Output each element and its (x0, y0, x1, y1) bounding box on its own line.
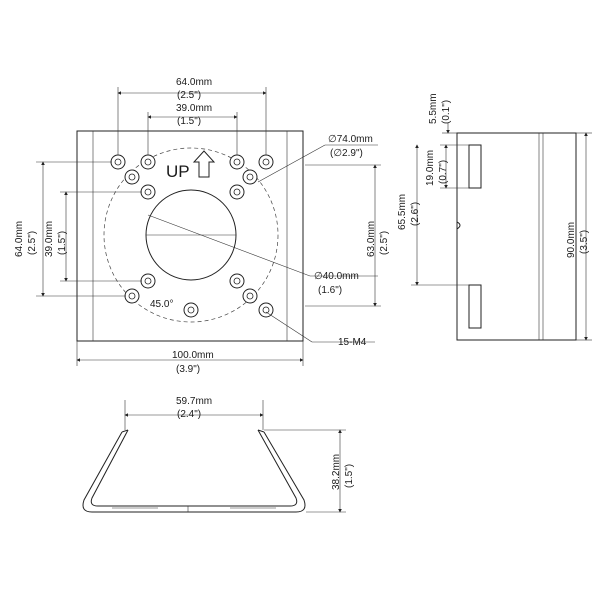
mount-hole (233, 188, 241, 196)
dim-64-top: 64.0mm (176, 77, 212, 88)
mount-hole (114, 158, 122, 166)
dim-38-2: 38.2mm (331, 454, 342, 490)
dim-90: 90.0mm (566, 222, 577, 258)
mount-hole (262, 158, 270, 166)
leader-74 (257, 144, 326, 183)
dim-59-7: 59.7mm (176, 396, 212, 407)
mount-holes (110, 154, 274, 318)
dim-100-bottom-in: (3.9") (176, 364, 200, 375)
mount-hole (246, 173, 254, 181)
mount-hole (233, 158, 241, 166)
dim-63-right: 63.0mm (366, 221, 377, 257)
mount-hole (144, 158, 152, 166)
mount-hole (144, 277, 152, 285)
dim-5-5: 5.5mm (428, 93, 439, 124)
bracket-profile-outer (82, 431, 306, 513)
dim-100-bottom: 100.0mm (172, 350, 214, 361)
bolt-circle-74 (103, 147, 279, 323)
dim-40-dia: ∅40.0mm (314, 271, 359, 282)
dim-19-in: (0.7") (438, 160, 449, 184)
mount-hole (187, 306, 195, 314)
bracket-top-right-cap (257, 429, 265, 433)
dim-64-top-in: (2.5") (177, 90, 201, 101)
mount-hole (144, 188, 152, 196)
mount-hole (246, 292, 254, 300)
mount-hole (262, 306, 270, 314)
up-arrow-icon (192, 150, 216, 178)
dim-39-top-in: (1.5") (177, 116, 201, 127)
dim-74-dia: ∅74.0mm (328, 134, 373, 145)
dim-39-left: 39.0mm (44, 221, 55, 257)
dim-19: 19.0mm (425, 150, 436, 186)
mount-hole (128, 173, 136, 181)
dim-59-7-in: (2.4") (177, 409, 201, 420)
dim-64-left-in: (2.5") (27, 231, 38, 255)
dim-64-left: 64.0mm (14, 221, 25, 257)
bracket-profile-inner (90, 429, 298, 507)
holes-label: 15-M4 (338, 337, 367, 348)
dim-5-5-in: (0.1") (441, 100, 452, 124)
center-line-diag (147, 214, 311, 277)
leader-m4 (265, 311, 313, 343)
bottom-view: 59.7mm (2.4") 38.2mm (1.5") (82, 396, 355, 513)
front-plate-outline (76, 130, 304, 342)
dim-63-right-in: (2.5") (379, 231, 390, 255)
side-bottom-tab (468, 284, 482, 329)
front-view: UP 64.0mm (2.5") 39.0mm (1.5") ∅74.0mm (… (14, 77, 390, 375)
dim-39-top: 39.0mm (176, 103, 212, 114)
dim-38-2-in: (1.5") (344, 464, 355, 488)
side-top-tab (468, 144, 482, 189)
side-body-outline (456, 132, 577, 341)
dim-39-left-in: (1.5") (57, 231, 68, 255)
mount-hole (233, 277, 241, 285)
mount-hole (128, 292, 136, 300)
side-view: 5.5mm (0.1") 19.0mm (0.7") 65.5mm (2.6")… (397, 93, 592, 341)
up-label: UP (166, 162, 190, 181)
side-bump (456, 221, 461, 230)
bracket-top-left-cap (121, 429, 129, 433)
dim-40-dia-in: (1.6") (318, 285, 342, 296)
dim-90-in: (3.5") (579, 230, 590, 254)
dim-65-5: 65.5mm (397, 194, 408, 230)
dim-74-dia-in: (∅2.9") (330, 148, 363, 159)
dim-65-5-in: (2.6") (410, 202, 421, 226)
angle-label: 45.0° (150, 299, 173, 310)
